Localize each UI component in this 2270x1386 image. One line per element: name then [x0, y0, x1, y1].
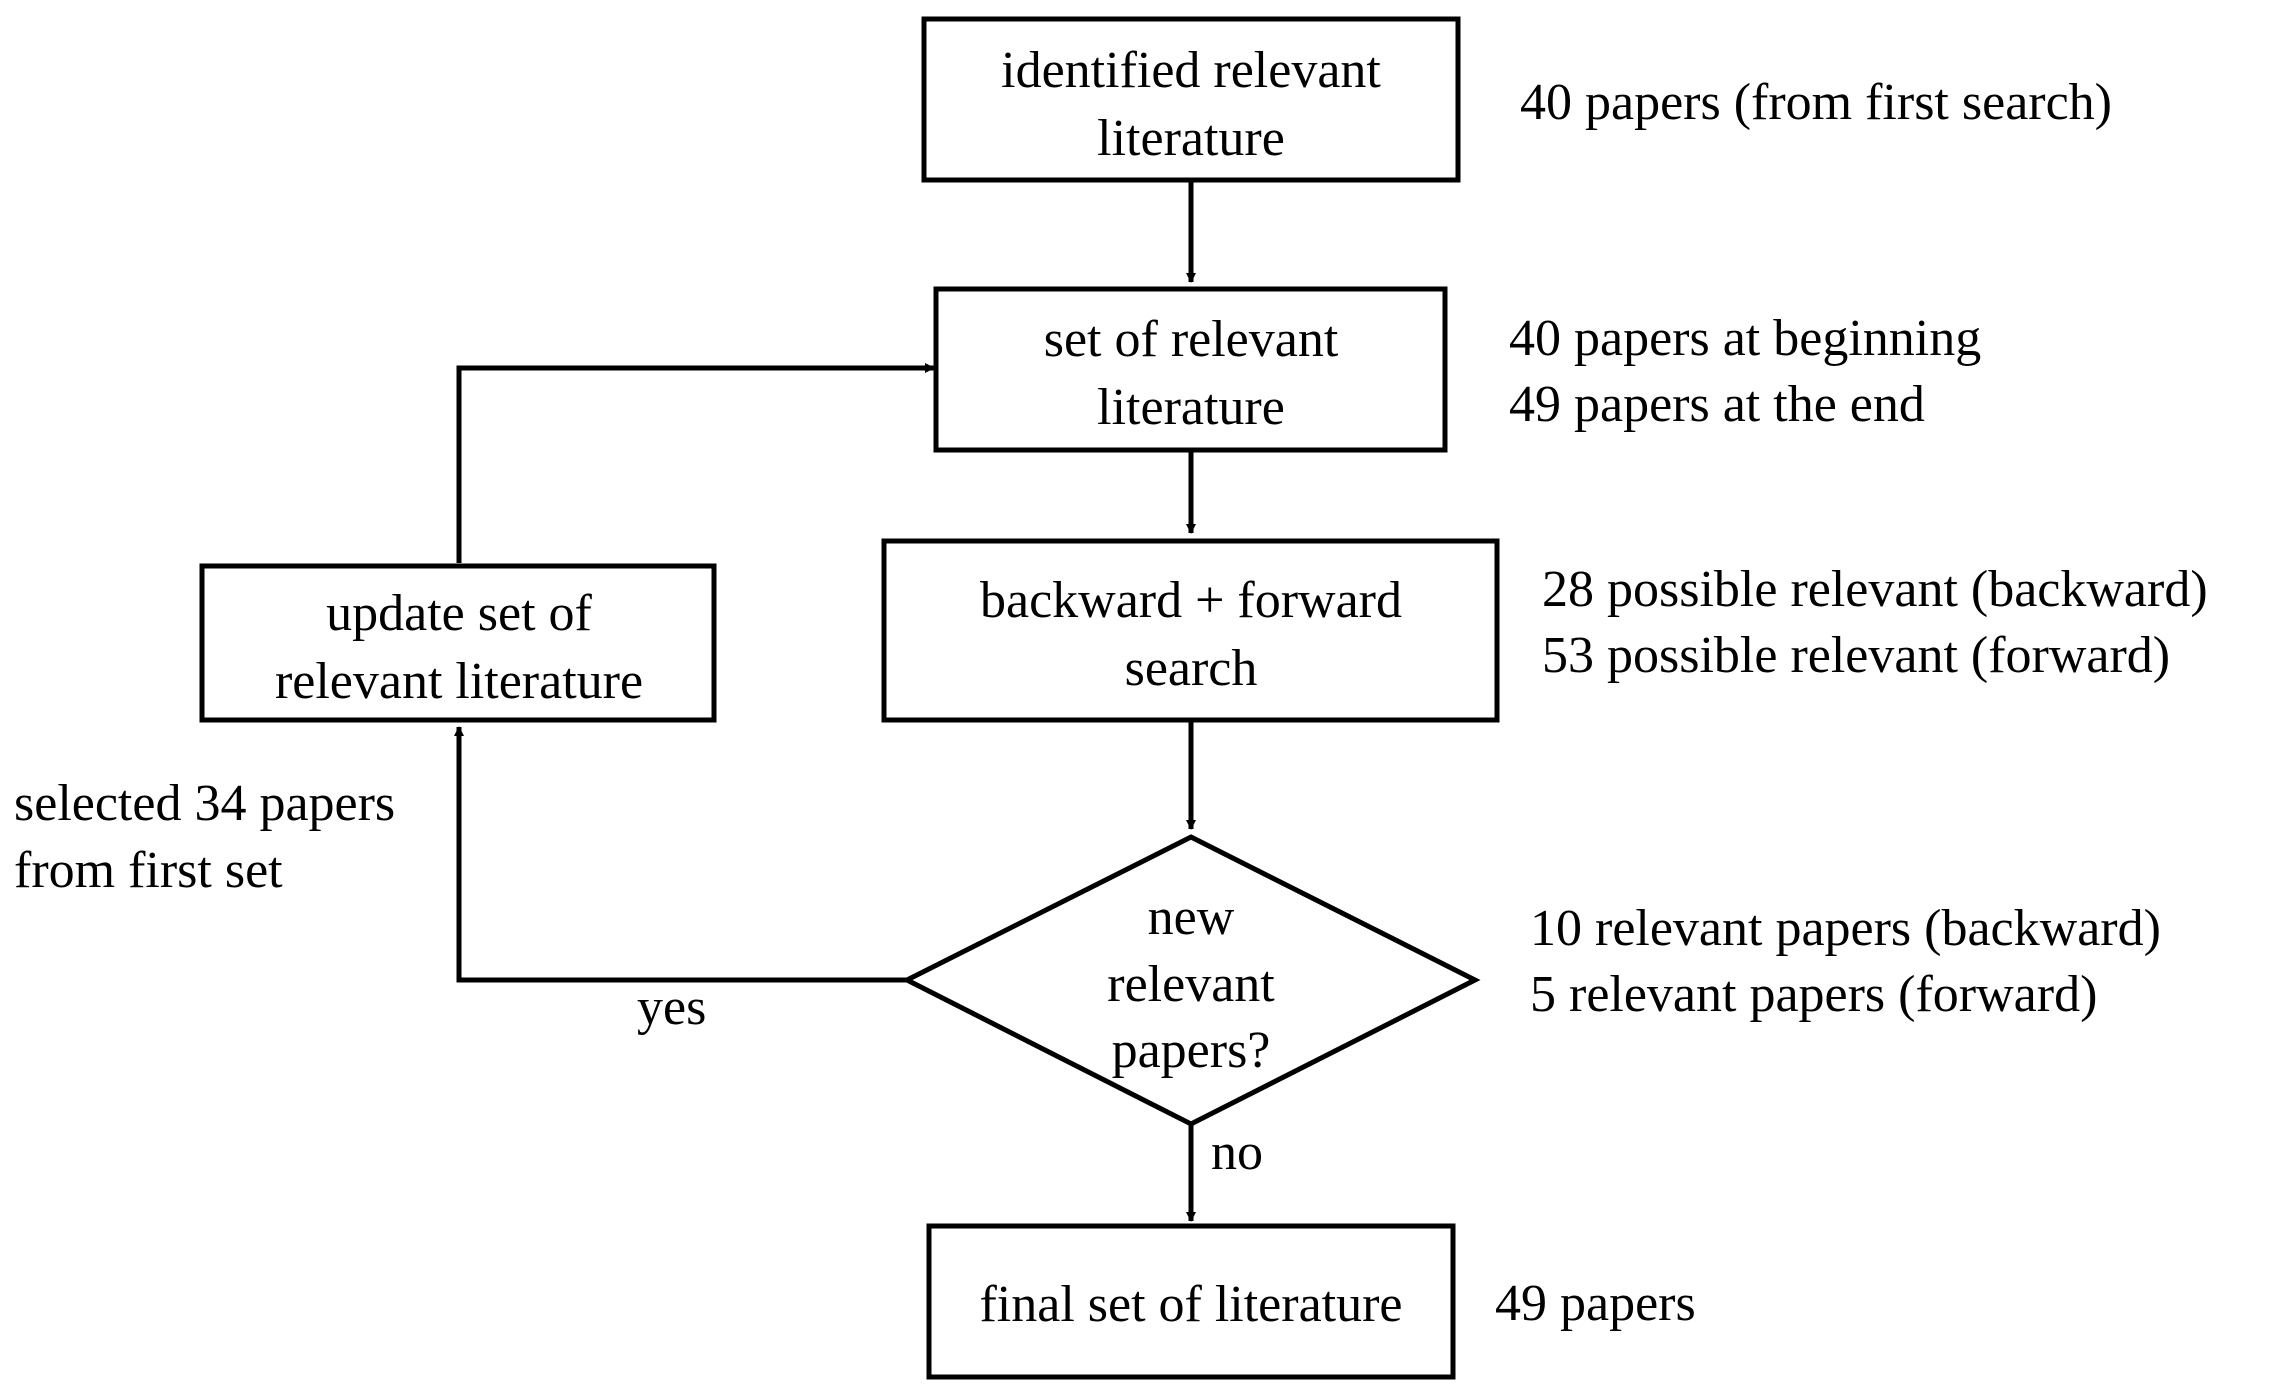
edge-label-no: no: [1211, 1124, 1263, 1181]
node-update-line2: relevant literature: [275, 653, 643, 710]
node-identified-relevant-literature: identified relevant literature: [921, 16, 1461, 183]
annotation-decision-forward: 5 relevant papers (forward): [1530, 966, 2097, 1023]
node-identified-line2: literature: [1097, 110, 1285, 167]
node-decision-new-relevant-papers: new relevant papers?: [901, 834, 1481, 1127]
node-final-set-of-literature: final set of literature: [926, 1223, 1456, 1380]
node-decision-line3: papers?: [1112, 1022, 1271, 1079]
node-update-set-of-relevant-literature: update set of relevant literature: [199, 563, 717, 723]
node-search-line1: backward + forward: [980, 572, 1402, 629]
node-update-line1: update set of: [326, 585, 592, 642]
annotation-selected-line2: from first set: [14, 842, 283, 899]
node-backward-forward-search: backward + forward search: [881, 538, 1500, 723]
annotation-set-begin: 40 papers at beginning: [1509, 310, 1981, 367]
annotation-selected-line1: selected 34 papers: [14, 775, 395, 832]
annotation-search-backward: 28 possible relevant (backward): [1542, 561, 2208, 618]
annotation-set-end: 49 papers at the end: [1509, 376, 1925, 433]
annotation-decision-backward: 10 relevant papers (backward): [1530, 900, 2161, 957]
node-identified-line1: identified relevant: [1001, 42, 1381, 99]
node-set-line2: literature: [1097, 379, 1285, 436]
annotation-final-count: 49 papers: [1495, 1275, 1696, 1332]
node-decision-line2: relevant: [1107, 956, 1275, 1013]
edge-label-yes: yes: [637, 979, 706, 1036]
node-decision-line1: new: [1148, 889, 1235, 946]
annotation-identified-count: 40 papers (from first search): [1520, 74, 2112, 131]
node-search-line2: search: [1125, 640, 1258, 697]
node-final-line1: final set of literature: [979, 1276, 1402, 1333]
node-set-of-relevant-literature: set of relevant literature: [933, 286, 1448, 453]
annotation-search-forward: 53 possible relevant (forward): [1542, 627, 2170, 684]
arrow-update-to-set: [456, 363, 935, 563]
node-set-line1: set of relevant: [1044, 311, 1339, 368]
arrow-decision-yes-to-update: [454, 726, 907, 983]
